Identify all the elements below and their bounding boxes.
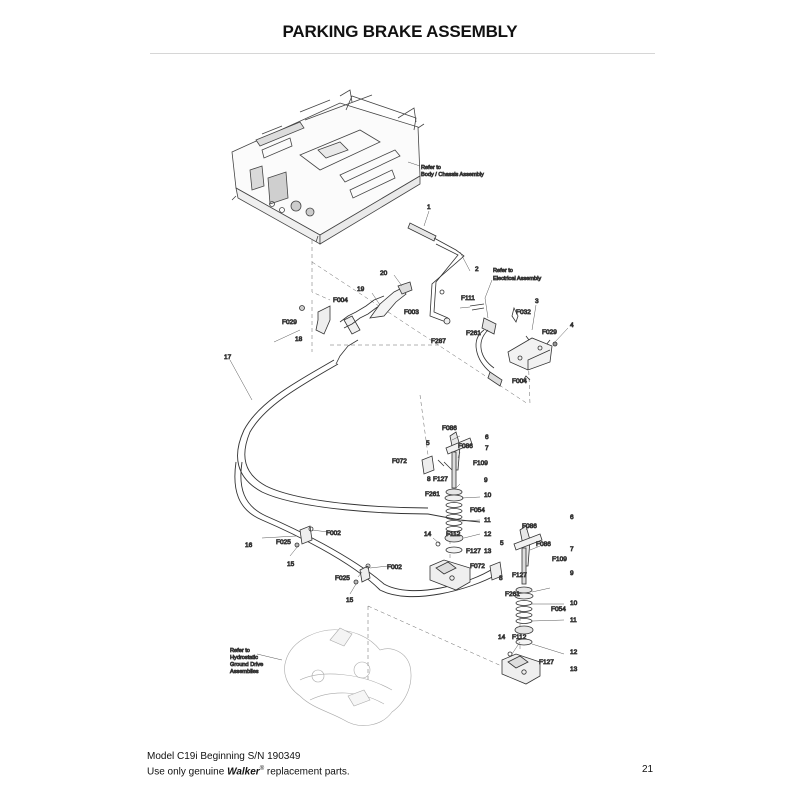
callout-10-upper: 10 [484, 492, 492, 499]
callout-f261-upper: F261 [466, 330, 481, 337]
callout-14-lower: 14 [498, 634, 506, 641]
callout-10-lower: 10 [570, 600, 578, 607]
callout-7-lower: 7 [570, 546, 574, 553]
callout-f127-c: F127 [512, 572, 527, 579]
callout-3: 3 [535, 298, 539, 305]
lower-brake-stack [489, 525, 543, 685]
callout-leaders [229, 210, 569, 655]
callout-f004-lower: F004 [512, 378, 527, 385]
part-callouts: 1 2 3 4 20 19 18 17 F004 F029 F003 F111 … [224, 204, 578, 674]
callout-14-upper: 14 [424, 531, 432, 538]
upper-brake-stack [421, 431, 473, 591]
callout-f127-b: F127 [466, 548, 481, 555]
callout-f025-upper: F025 [276, 539, 291, 546]
alignment-guides [311, 240, 531, 680]
ref-hydro-line2: Hydrostatic [230, 655, 258, 661]
callout-2: 2 [475, 266, 479, 273]
ref-hydro-line4: Assemblies [230, 669, 259, 675]
callout-4: 4 [570, 322, 574, 329]
callout-1: 1 [427, 204, 431, 211]
callout-f029-left: F029 [282, 319, 297, 326]
callout-7-upper: 7 [485, 445, 489, 452]
callout-13-lower: 13 [570, 666, 578, 673]
page-title: PARKING BRAKE ASSEMBLY [282, 22, 518, 41]
callout-17: 17 [224, 354, 232, 361]
callout-f111: F111 [461, 295, 475, 302]
callout-f109-lower: F109 [552, 556, 567, 563]
ref-electrical-line2: Electrical Assembly [493, 276, 541, 282]
callout-f032: F032 [516, 309, 531, 316]
callout-13-upper: 13 [484, 548, 492, 555]
page-number: 21 [642, 764, 654, 775]
cable-clips [294, 525, 371, 585]
ref-hydro-line1: Refer to [230, 648, 250, 654]
callout-8-upper: 8 [427, 476, 431, 483]
callout-f086-b: F086 [458, 443, 473, 450]
ref-chassis-line2: Body / Chassis Assembly [421, 172, 484, 178]
callout-18: 18 [295, 336, 303, 343]
callout-20: 20 [380, 270, 388, 277]
footer-notice-prefix: Use only genuine [147, 766, 228, 778]
callout-f127-d: F127 [539, 659, 554, 666]
hydrostatic-assembly-outline [284, 627, 412, 726]
callout-f054-lower: F054 [551, 606, 566, 613]
ref-chassis-line1: Refer to [421, 165, 441, 171]
callout-f261-lower: F261 [505, 591, 520, 598]
callout-f054-upper: F054 [470, 507, 485, 514]
reference-notes: Refer to Body / Chassis Assembly Refer t… [230, 165, 542, 676]
callout-f003: F003 [404, 309, 419, 316]
callout-f261-mid: F261 [425, 491, 440, 498]
callout-5-lower: 5 [500, 540, 504, 547]
footer-model-line: Model C19i Beginning S/N 190349 [147, 751, 301, 762]
switch-bracket [507, 337, 558, 383]
cable-tension-linkage [299, 281, 413, 365]
brake-cables [234, 359, 499, 597]
callout-16: 16 [245, 542, 253, 549]
footer-registered-mark: ® [259, 766, 265, 772]
page-footer: Model C19i Beginning S/N 190349 Use only… [147, 751, 350, 778]
callout-15-upper: 15 [287, 561, 295, 568]
callout-f086-c: F086 [522, 523, 537, 530]
callout-5-upper: 5 [426, 440, 430, 447]
footer-notice-line: Use only genuine Walker® replacement par… [147, 763, 350, 778]
callout-f127-a: F127 [433, 476, 448, 483]
callout-f086-a: F086 [442, 425, 457, 432]
callout-f072-upper: F072 [392, 458, 407, 465]
parking-brake-handle [407, 222, 485, 325]
callout-9-lower: 9 [570, 570, 574, 577]
callout-f029-right: F029 [542, 329, 557, 336]
callout-f002-lower: F002 [387, 564, 402, 571]
callout-11-upper: 11 [484, 517, 491, 524]
callout-9-upper: 9 [484, 477, 488, 484]
callout-f004-upper: F004 [333, 297, 348, 304]
title-divider [150, 53, 655, 54]
brake-switch-harness [475, 306, 551, 387]
callout-15-lower: 15 [346, 597, 354, 604]
footer-brand: Walker [227, 766, 260, 778]
ref-electrical-line1: Refer to [493, 268, 513, 274]
callout-6-upper: 6 [485, 434, 489, 441]
callout-8-lower: 8 [499, 575, 503, 582]
callout-19: 19 [357, 286, 365, 293]
callout-f025-lower: F025 [335, 575, 350, 582]
chassis-frame [231, 89, 425, 245]
callout-f287: F287 [431, 338, 446, 345]
callout-f002-upper: F002 [326, 530, 341, 537]
callout-f112-lower: F112 [512, 634, 527, 641]
callout-12-upper: 12 [484, 531, 492, 538]
callout-f112-upper: F112 [446, 531, 461, 538]
callout-f086-d: F086 [536, 541, 551, 548]
callout-f072-lower: F072 [470, 563, 485, 570]
callout-11-lower: 11 [570, 617, 577, 624]
footer-notice-suffix: replacement parts. [264, 766, 350, 778]
callout-6-lower: 6 [570, 514, 574, 521]
ref-hydro-line3: Ground Drive [230, 662, 263, 668]
callout-f109-upper: F109 [473, 460, 488, 467]
callout-12-lower: 12 [570, 649, 578, 656]
reference-leaders [256, 161, 493, 661]
